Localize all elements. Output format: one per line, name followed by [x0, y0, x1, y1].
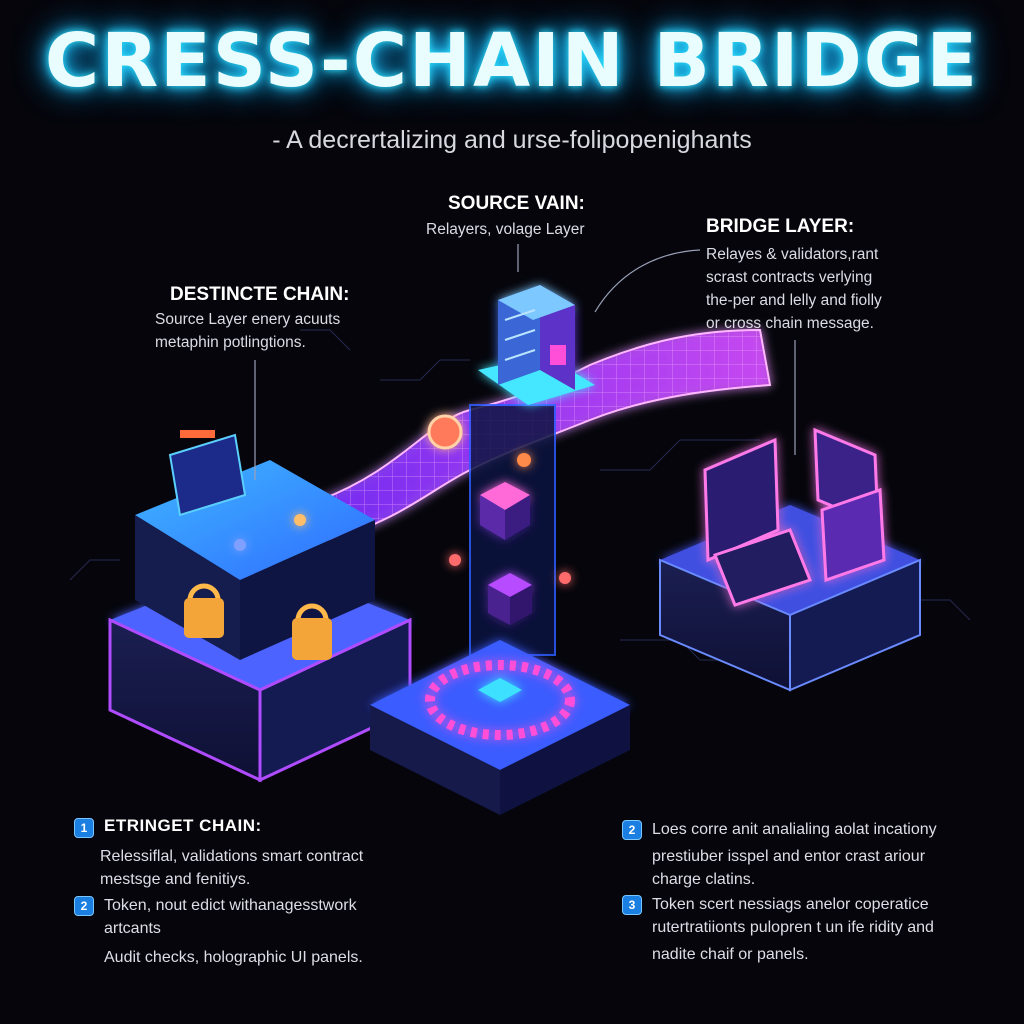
list-item-heading: ETRINGET CHAIN:	[104, 816, 262, 835]
bridge-layer-line: Relayes & validators,rant	[706, 246, 879, 263]
list-item: 2 Token, nout edict withanagesstwork art…	[74, 894, 363, 969]
step-badge: 2	[74, 896, 94, 916]
bridge-layer-line: the-per and lelly and fiolly	[706, 292, 882, 309]
list-item-line: artcants	[104, 920, 161, 937]
list-item-line: prestiuber isspel and entor crast ariour	[652, 848, 926, 865]
hub-ring-icon	[425, 660, 575, 740]
destination-chain-line: Source Layer enery acuuts	[155, 311, 341, 328]
hub-platform	[370, 640, 630, 815]
leader-lines	[254, 244, 796, 480]
list-item-line: Loes corre anit analialing aolat incatio…	[652, 821, 937, 838]
list-item-line: Token, nout edict withanagesstwork	[104, 897, 357, 914]
list-item-line: nadite chaif or panels.	[652, 946, 809, 963]
destination-chain-heading: DESTINCTE CHAIN:	[170, 284, 350, 305]
list-item-line: rutertratiionts pulopren t un ife ridity…	[652, 919, 934, 936]
list-item: 2 Loes corre anit analialing aolat incat…	[622, 818, 937, 891]
list-item-line: Relessiflal, validations smart contract	[100, 848, 364, 865]
server-icon	[478, 285, 595, 405]
step-badge: 2	[622, 820, 642, 840]
list-item-text: Loes corre anit analialing aolat incatio…	[652, 818, 937, 891]
bridge-layer-description: Relayes & validators,rant scrast contrac…	[706, 243, 882, 335]
list-item-line: Token scert nessiags anelor coperatice	[652, 896, 929, 913]
source-chain-heading: SOURCE VAIN:	[448, 193, 585, 214]
page-subtitle: - A decrertalizing and urse-folipopenigh…	[272, 126, 752, 154]
holographic-panel-icon	[703, 427, 886, 607]
bridge-layer-line: scrast contracts verlying	[706, 269, 873, 286]
source-chain-description: Relayers, volage Layer	[426, 218, 585, 241]
list-item-text: Token, nout edict withanagesstwork artca…	[104, 894, 363, 969]
destination-chain-description: Source Layer enery acuuts metaphin potli…	[155, 308, 340, 354]
list-item: 1 ETRINGET CHAIN:	[74, 816, 262, 838]
list-item-line: charge clatins.	[652, 871, 756, 888]
page-title: CRESS-CHAIN BRIDGE	[44, 18, 980, 104]
step-badge: 3	[622, 895, 642, 915]
list-item-text: Token scert nessiags anelor coperatice r…	[652, 893, 934, 966]
bridge-layer-heading: BRIDGE LAYER:	[706, 216, 855, 237]
list-item-line: mestsge and fenitiys.	[100, 871, 251, 888]
destination-chain-line: metaphin potlingtions.	[155, 334, 306, 351]
source-chain-line: Relayers, volage Layer	[426, 221, 585, 238]
bridge-layer-line: or cross chain message.	[706, 315, 874, 332]
terminal-icon	[168, 430, 247, 517]
step-badge: 1	[74, 818, 94, 838]
padlock-icon	[184, 583, 332, 660]
list-item-text: Relessiflal, validations smart contract …	[100, 845, 363, 891]
list-item-line: Audit checks, holographic UI panels.	[104, 949, 363, 966]
token-icon	[234, 414, 571, 625]
list-item: 3 Token scert nessiags anelor coperatice…	[622, 893, 934, 966]
